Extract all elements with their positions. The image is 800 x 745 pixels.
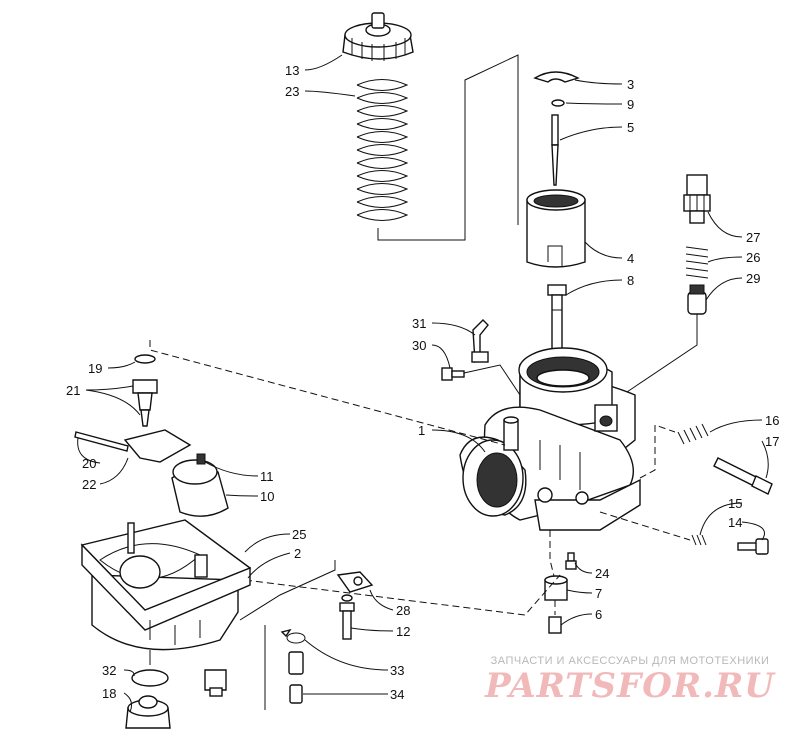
callout-7: 7 xyxy=(595,586,602,601)
callout-8: 8 xyxy=(627,273,634,288)
callout-25: 25 xyxy=(292,527,306,542)
pilot-spring xyxy=(677,423,709,445)
callout-34: 34 xyxy=(390,687,404,702)
starter-axis-line xyxy=(614,314,698,401)
drain-bracket xyxy=(336,571,374,593)
float-pin xyxy=(196,453,206,465)
callout-17: 17 xyxy=(765,434,779,449)
callout-9: 9 xyxy=(627,97,634,112)
throttle-spring xyxy=(356,79,409,221)
hose-clamp xyxy=(280,628,306,644)
callout-18: 18 xyxy=(102,686,116,701)
needle-jet xyxy=(547,284,567,356)
throttle-slide xyxy=(526,189,586,268)
callout-15: 15 xyxy=(728,496,742,511)
starter-fitting xyxy=(683,174,711,224)
callout-30: 30 xyxy=(412,338,426,353)
spring-axis-line xyxy=(377,54,519,241)
watermark: ЗАПЧАСТИ И АКСЕССУАРЫ ДЛЯ МОТОТЕХНИКИ PA… xyxy=(480,655,780,705)
jet-needle xyxy=(551,114,559,186)
callout-6: 6 xyxy=(595,607,602,622)
float-bowl-axis-line xyxy=(149,340,561,616)
starter-spring xyxy=(685,246,709,279)
pilot-jet xyxy=(565,552,577,570)
drain-tube-cap xyxy=(289,684,303,704)
idle-axis-line xyxy=(599,511,691,541)
idle-screw xyxy=(737,538,769,555)
watermark-brand: PARTSFOR.RU xyxy=(485,666,775,706)
bracket-bolt xyxy=(339,594,355,640)
pilot-screw xyxy=(713,457,773,495)
cable-bracket xyxy=(471,319,489,364)
hose-group-axis xyxy=(239,560,336,710)
callout-5: 5 xyxy=(627,120,634,135)
starter-plunger xyxy=(687,284,707,315)
carburetor-cap xyxy=(342,12,414,61)
callout-21: 21 xyxy=(66,383,80,398)
bowl-gasket-small xyxy=(131,669,169,687)
callout-19: 19 xyxy=(88,361,102,376)
callout-33: 33 xyxy=(390,663,404,678)
leader-lines xyxy=(77,54,769,713)
float xyxy=(171,459,229,517)
needle-valve-seat xyxy=(132,354,158,411)
callout-13: 13 xyxy=(285,63,299,78)
callout-10: 10 xyxy=(260,489,274,504)
callout-11: 11 xyxy=(260,469,274,484)
float-arm xyxy=(123,429,192,463)
bracket-screw xyxy=(441,367,465,381)
float-bowl xyxy=(80,519,252,697)
callout-27: 27 xyxy=(746,230,760,245)
drain-axis-line xyxy=(549,530,556,615)
callout-20: 20 xyxy=(82,456,96,471)
main-jet-holder xyxy=(544,575,568,601)
callout-numbers: 13 23 3 9 5 27 26 29 4 8 31 30 19 21 20 … xyxy=(66,63,779,702)
needle-plate xyxy=(533,71,580,83)
callout-16: 16 xyxy=(765,413,779,428)
callout-14: 14 xyxy=(728,515,742,530)
watermark-tagline: ЗАПЧАСТИ И АКСЕССУАРЫ ДЛЯ МОТОТЕХНИКИ xyxy=(490,655,770,667)
callout-24: 24 xyxy=(595,566,609,581)
callout-29: 29 xyxy=(746,271,760,286)
callout-26: 26 xyxy=(746,250,760,265)
idle-spring xyxy=(691,534,707,546)
callout-23: 23 xyxy=(285,84,299,99)
float-needle xyxy=(140,409,150,427)
callout-4: 4 xyxy=(627,251,634,266)
drain-tube xyxy=(288,651,304,675)
pilot-axis-line xyxy=(639,424,676,479)
main-jet xyxy=(548,616,562,634)
needle-clip xyxy=(551,99,565,107)
callout-1: 1 xyxy=(418,423,425,438)
callout-12: 12 xyxy=(396,624,410,639)
bracket-axis-line xyxy=(463,364,521,396)
drain-plug xyxy=(125,695,171,729)
callout-28: 28 xyxy=(396,603,410,618)
callout-32: 32 xyxy=(102,663,116,678)
callout-22: 22 xyxy=(82,477,96,492)
float-arm-pin xyxy=(74,431,129,452)
carburetor-body xyxy=(459,347,641,531)
callout-3: 3 xyxy=(627,77,634,92)
callout-2: 2 xyxy=(294,546,301,561)
callout-31: 31 xyxy=(412,316,426,331)
